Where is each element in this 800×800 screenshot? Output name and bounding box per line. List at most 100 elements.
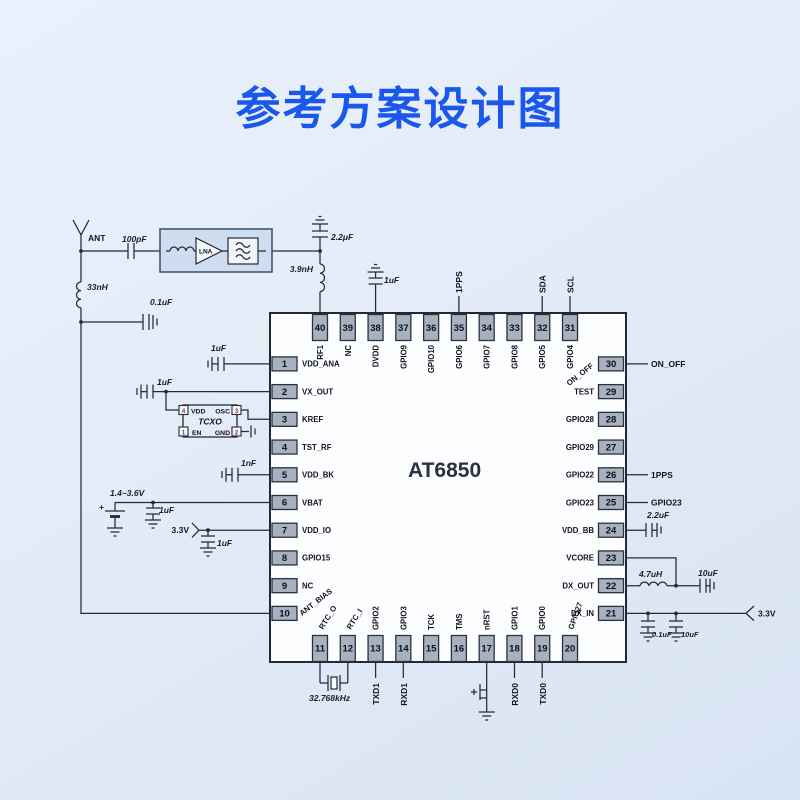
- pin-label-39: NC: [344, 345, 353, 357]
- pin-3: 3 KREF: [271, 411, 323, 427]
- pin-label-27: GPIO29: [566, 443, 595, 452]
- pin-label-3: KREF: [302, 415, 323, 424]
- pin-label-9: NC: [302, 581, 314, 590]
- pin-5: 5 VDD_BK: [271, 467, 334, 483]
- cap-vdd-bb-label: 2.2uF: [646, 510, 670, 520]
- pin-label-19: GPIO0: [538, 606, 547, 630]
- pin-label-7: VDD_IO: [302, 526, 331, 535]
- pin-number-5: 5: [282, 470, 288, 481]
- pin-number-8: 8: [282, 553, 287, 564]
- pin-number-33: 33: [509, 323, 520, 334]
- junction-dots: [79, 249, 678, 616]
- pin-box-15: [422, 634, 440, 663]
- pin-label-35: GPIO6: [455, 344, 464, 368]
- pin-box-18: [506, 634, 523, 663]
- pin-label-14: GPIO3: [399, 606, 408, 630]
- signal-1pps-top: 1PPS: [454, 271, 464, 293]
- pin-label-5: VDD_BK: [302, 471, 334, 480]
- pin-label-13: GPIO2: [372, 606, 381, 630]
- pin-number-18: 18: [509, 644, 520, 655]
- pin-label-38: DVDD: [372, 345, 381, 367]
- tcxo-en-label: EN: [192, 430, 202, 437]
- signal-rxd0: RXD0: [510, 683, 520, 706]
- pin-box-26: [597, 467, 625, 483]
- top-wiring: [367, 263, 571, 313]
- pin-9: 9 NC: [271, 578, 314, 594]
- tcxo-name: TCXO: [198, 417, 222, 427]
- lna-label: LNA: [199, 249, 213, 256]
- tcxo-gnd-label: GND: [215, 430, 230, 437]
- pin-number-14: 14: [398, 644, 409, 655]
- tcxo-pin3-number: 3: [235, 409, 239, 415]
- pin-number-31: 31: [565, 323, 576, 334]
- pin-number-37: 37: [398, 323, 409, 334]
- pin-number-26: 26: [606, 470, 617, 481]
- signal-rxd1: RXD1: [399, 683, 409, 706]
- pin-box-31: [561, 313, 579, 342]
- pin-label-22: DX_OUT: [562, 581, 594, 590]
- signal-sda: SDA: [538, 275, 548, 293]
- cap-dx1-label: 0.1uF: [652, 630, 672, 639]
- pin-box-21: [597, 605, 625, 622]
- pin-number-40: 40: [315, 323, 326, 334]
- pin-box-3: [271, 411, 298, 427]
- pin-box-30: [597, 356, 625, 372]
- vdd-io-supply-label: 3.3V: [172, 525, 190, 535]
- pin-box-23: [597, 550, 625, 566]
- dx-in-supply-label: 3.3V: [758, 609, 776, 619]
- pin-box-24: [597, 522, 625, 538]
- pin-number-23: 23: [606, 553, 617, 564]
- signal-txd0: TXD0: [538, 683, 548, 705]
- pin-label-25: GPIO23: [566, 498, 595, 507]
- tcxo-pin2-number: 2: [235, 430, 239, 436]
- tcxo-pin1-box: [178, 426, 189, 437]
- battery-voltage-label: 1.4~3.6V: [110, 488, 146, 498]
- pin-number-9: 9: [282, 581, 287, 592]
- pin-number-4: 4: [282, 442, 288, 453]
- pin-box-22: [597, 578, 625, 594]
- pin-number-10: 10: [279, 609, 290, 620]
- right-externals: ON_OFF 1PPS GPIO23 2.2uF 4.7uH 10uF 3.3V…: [626, 359, 776, 642]
- cap-dx2-label: 10uF: [681, 630, 699, 639]
- left-wiring: [105, 357, 272, 557]
- bottom-wiring: [319, 661, 543, 721]
- pin-number-6: 6: [282, 498, 287, 509]
- pin-label-33: GPIO8: [510, 344, 519, 368]
- pin-label-23: VCORE: [566, 554, 594, 563]
- pin-box-25: [597, 494, 625, 511]
- cap-0p1uf-label: 0.1uF: [150, 297, 173, 307]
- saw-filter-icon: [227, 237, 259, 265]
- pin-number-12: 12: [342, 644, 353, 655]
- pin-box-36: [422, 313, 440, 342]
- saw-filter-waves-icon: [235, 242, 251, 260]
- pin-number-21: 21: [606, 609, 617, 620]
- pin-label-32: GPIO5: [538, 344, 547, 368]
- pin-23: 23 VCORE: [566, 550, 625, 566]
- pin-label-24: VDD_BB: [562, 526, 594, 535]
- pin-label-37: GPIO9: [399, 344, 408, 368]
- pin-box-37: [395, 313, 412, 342]
- pin-box-1: [271, 356, 298, 372]
- antenna-icon: [72, 219, 90, 251]
- tcxo-osc-label: OSC: [215, 409, 230, 416]
- pin-number-38: 38: [370, 323, 381, 334]
- inductor-33nh-label: 33nH: [87, 282, 109, 292]
- signal-scl: SCL: [565, 276, 575, 293]
- inductor-core-label: 4.7uH: [638, 569, 663, 579]
- tcxo-pin4-box: [178, 404, 189, 416]
- pin-number-3: 3: [282, 415, 287, 426]
